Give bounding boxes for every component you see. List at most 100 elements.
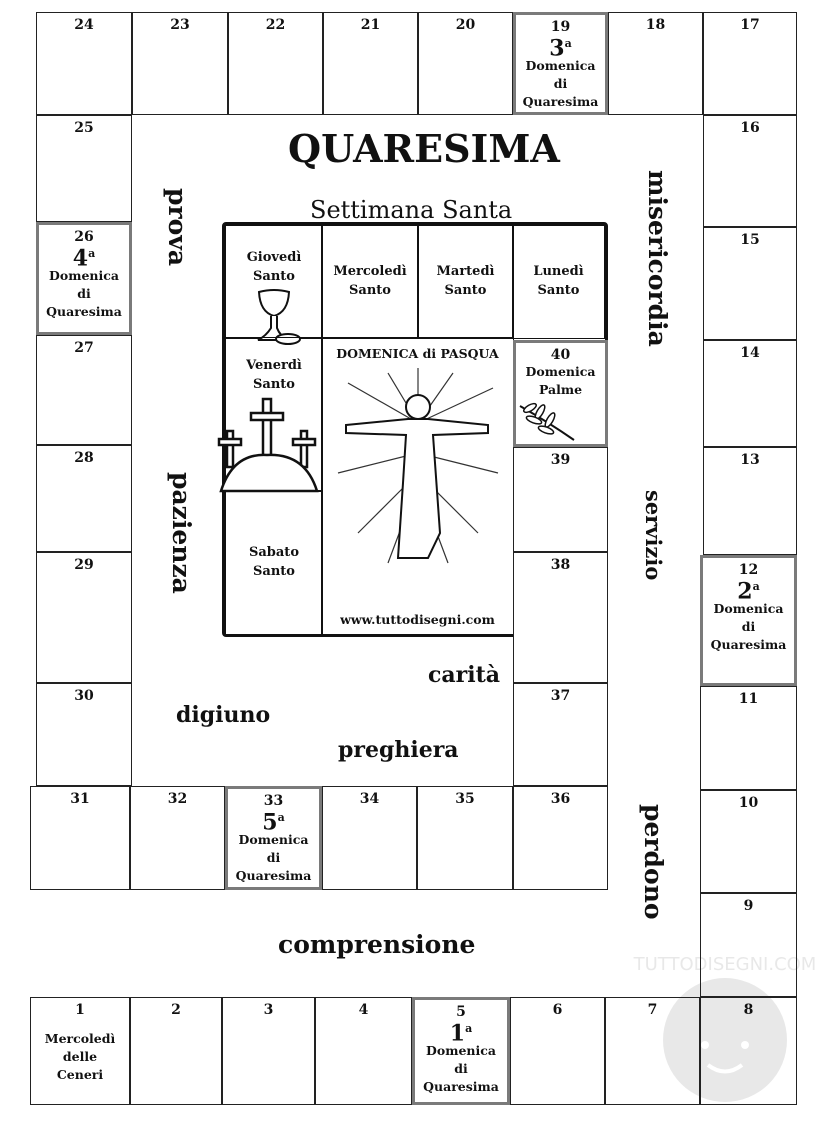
board-cell-31[interactable]: 31 [30, 786, 130, 890]
word-preghiera: preghiera [338, 737, 459, 763]
cell-number: 25 [74, 120, 94, 136]
cell-number: 38 [550, 557, 571, 573]
cell-number: 30 [74, 688, 94, 704]
board-cell-24[interactable]: 24 [36, 12, 132, 115]
cell-number: 39 [550, 452, 571, 468]
cell-number: 10 [738, 795, 759, 811]
word-carita: carità [428, 662, 501, 688]
board-cell-32[interactable]: 32 [130, 786, 225, 890]
word-pazienza: pazienza [167, 472, 196, 594]
cell-number: 27 [74, 340, 94, 356]
board-cell-23[interactable]: 23 [132, 12, 228, 115]
word-perdono: perdono [639, 804, 668, 920]
giovedi-label-2: Santo [253, 269, 295, 284]
venerdi-label: Venerdì [246, 358, 302, 373]
board-cell-6[interactable]: 6 [510, 997, 605, 1105]
board-cell-7[interactable]: 7 [605, 997, 700, 1105]
board-cell-38[interactable]: 38 [513, 552, 608, 683]
cell-number: 6 [552, 1002, 563, 1018]
cell-number: 11 [738, 691, 759, 707]
sabato-label-2: Santo [253, 564, 295, 579]
board-cell-27[interactable]: 27 [36, 335, 132, 445]
cell-label: di [454, 1061, 468, 1077]
board-cell-3[interactable]: 3 [222, 997, 315, 1105]
svg-text:TUTTODISEGNI.COM: TUTTODISEGNI.COM [633, 954, 817, 975]
cell-number: 21 [360, 17, 381, 33]
board-cell-8[interactable]: 8 [700, 997, 797, 1105]
cell-number: 24 [74, 17, 94, 33]
sunday-ordinal: 1a [449, 1020, 473, 1047]
cell-number: 33 [263, 793, 284, 809]
board-cell-11[interactable]: 11 [700, 686, 797, 790]
board-cell-9[interactable]: 9 [700, 893, 797, 997]
cell-label: Domenica [525, 364, 596, 379]
board-cell-36[interactable]: 36 [513, 786, 608, 890]
board-title: QUARESIMA [288, 126, 560, 171]
cell-label: Mercoledì [44, 1031, 116, 1046]
cell-number: 19 [550, 19, 571, 35]
board-cell-15[interactable]: 15 [703, 227, 797, 340]
board-cell-20[interactable]: 20 [418, 12, 513, 115]
board-cell-29[interactable]: 29 [36, 552, 132, 683]
sunday-ordinal: 2a [737, 578, 760, 605]
cell-number: 35 [455, 791, 475, 807]
cell-number: 22 [265, 17, 286, 33]
chalice-icon [257, 289, 301, 345]
board-cell-10[interactable]: 10 [700, 790, 797, 893]
cell-number: 18 [645, 17, 666, 33]
mercoledi-label-2: Santo [349, 283, 391, 298]
cell-number: 29 [74, 557, 94, 573]
board-cell-4[interactable]: 4 [315, 997, 412, 1105]
lunedi-label-2: Santo [537, 283, 580, 298]
tuttodisegni-watermark-logo: TUTTODISEGNI.COM [633, 954, 817, 1102]
cell-number: 2 [171, 1002, 181, 1018]
cell-label: Domenica [525, 58, 596, 74]
board-cell-2[interactable]: 2 [130, 997, 222, 1105]
board-cell-30[interactable]: 30 [36, 683, 132, 786]
board-cell-39[interactable]: 39 [513, 447, 608, 552]
calvary-crosses-icon [217, 397, 319, 493]
cell-label: Domenica [713, 601, 784, 617]
sunday-ordinal: 4a [72, 245, 96, 272]
board-cell-14[interactable]: 14 [703, 340, 797, 447]
board-cell-21[interactable]: 21 [323, 12, 418, 115]
cell-label: Domenica [426, 1043, 496, 1059]
palm-branch-icon [519, 402, 575, 441]
cell-number: 15 [740, 232, 760, 248]
cell-number: 7 [647, 1002, 658, 1018]
word-comprensione: comprensione [278, 930, 476, 959]
board-cell-28[interactable]: 28 [36, 445, 132, 552]
board-cell-17[interactable]: 17 [703, 12, 797, 115]
risen-christ-icon [337, 368, 498, 564]
domenica-pasqua-cell[interactable]: DOMENICA di PASQUA www.tuttodisegni.com [321, 337, 514, 636]
cell-number: 36 [550, 791, 571, 807]
board-cell-37[interactable]: 37 [513, 683, 608, 786]
giovedi-santo-cell[interactable]: Giovedì Santo [225, 225, 323, 345]
cell-label: Domenica [238, 832, 309, 848]
cell-number: 5 [456, 1004, 466, 1020]
board-cell-35[interactable]: 35 [417, 786, 513, 890]
cell-number: 31 [70, 791, 90, 807]
cell-number: 23 [170, 17, 190, 33]
board-cell-25[interactable]: 25 [36, 115, 132, 222]
board-cell-34[interactable]: 34 [322, 786, 417, 890]
board-cell-18[interactable]: 18 [608, 12, 703, 115]
cell-number: 1 [75, 1002, 85, 1018]
board-cell-13[interactable]: 13 [703, 447, 797, 555]
cell-number: 20 [455, 17, 476, 33]
board-cell-22[interactable]: 22 [228, 12, 323, 115]
giovedi-label: Giovedì [246, 250, 302, 265]
board-cell-16[interactable]: 16 [703, 115, 797, 227]
